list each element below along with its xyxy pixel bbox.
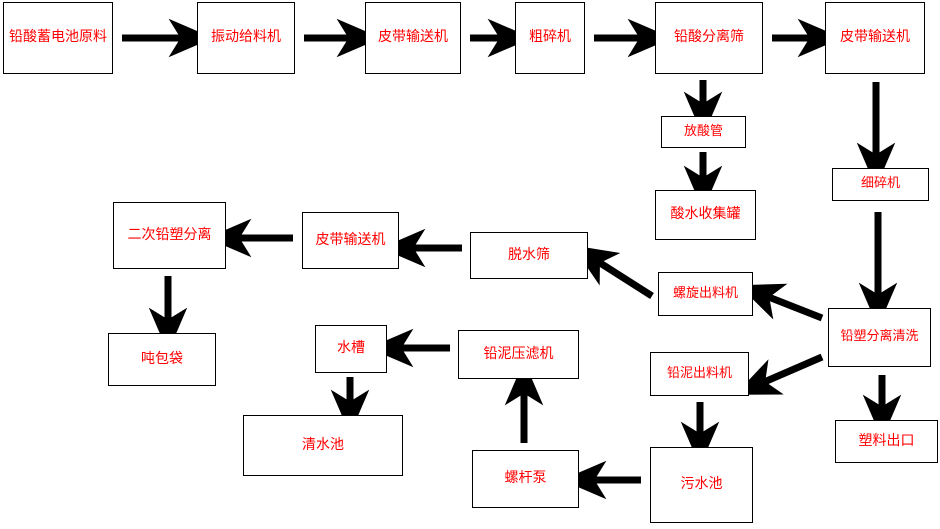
node-raw-material[interactable]: 铅酸蓄电池原料 — [3, 2, 113, 74]
node-acid-collection-tank[interactable]: 酸水收集罐 — [655, 190, 756, 240]
node-secondary-lead-plastic-separation[interactable]: 二次铅塑分离 — [113, 202, 226, 269]
node-ton-bag[interactable]: 吨包袋 — [108, 333, 216, 386]
node-plastic-outlet[interactable]: 塑料出口 — [835, 420, 938, 463]
node-belt-conveyor-1[interactable]: 皮带输送机 — [365, 2, 461, 74]
arrow-n10-n13 — [735, 353, 824, 395]
node-clean-water-pool[interactable]: 清水池 — [243, 415, 403, 476]
node-lead-mud-discharger[interactable]: 铅泥出料机 — [650, 352, 749, 396]
node-screw-pump[interactable]: 螺杆泵 — [472, 450, 579, 508]
node-screw-discharger[interactable]: 螺旋出料机 — [658, 272, 753, 316]
node-lead-plastic-separation-wash[interactable]: 铅塑分离清洗 — [828, 308, 931, 367]
arrow-n12-n14 — [572, 245, 654, 299]
node-belt-conveyor-3[interactable]: 皮带输送机 — [302, 212, 399, 269]
node-coarse-crusher[interactable]: 粗碎机 — [515, 2, 585, 74]
node-wastewater-pool[interactable]: 污水池 — [650, 447, 753, 523]
node-dewatering-screen[interactable]: 脱水筛 — [470, 232, 588, 279]
node-belt-conveyor-2[interactable]: 皮带输送机 — [825, 2, 925, 74]
node-lead-mud-filter-press[interactable]: 铅泥压滤机 — [458, 330, 579, 379]
arrow-n10-n12 — [738, 283, 824, 322]
node-acid-drain-pipe[interactable]: 放酸管 — [661, 116, 746, 148]
node-vibrating-feeder[interactable]: 振动给料机 — [197, 2, 295, 74]
node-lead-acid-separator[interactable]: 铅酸分离筛 — [655, 2, 763, 74]
node-water-tank[interactable]: 水槽 — [315, 325, 387, 373]
node-fine-crusher[interactable]: 细碎机 — [832, 168, 929, 201]
